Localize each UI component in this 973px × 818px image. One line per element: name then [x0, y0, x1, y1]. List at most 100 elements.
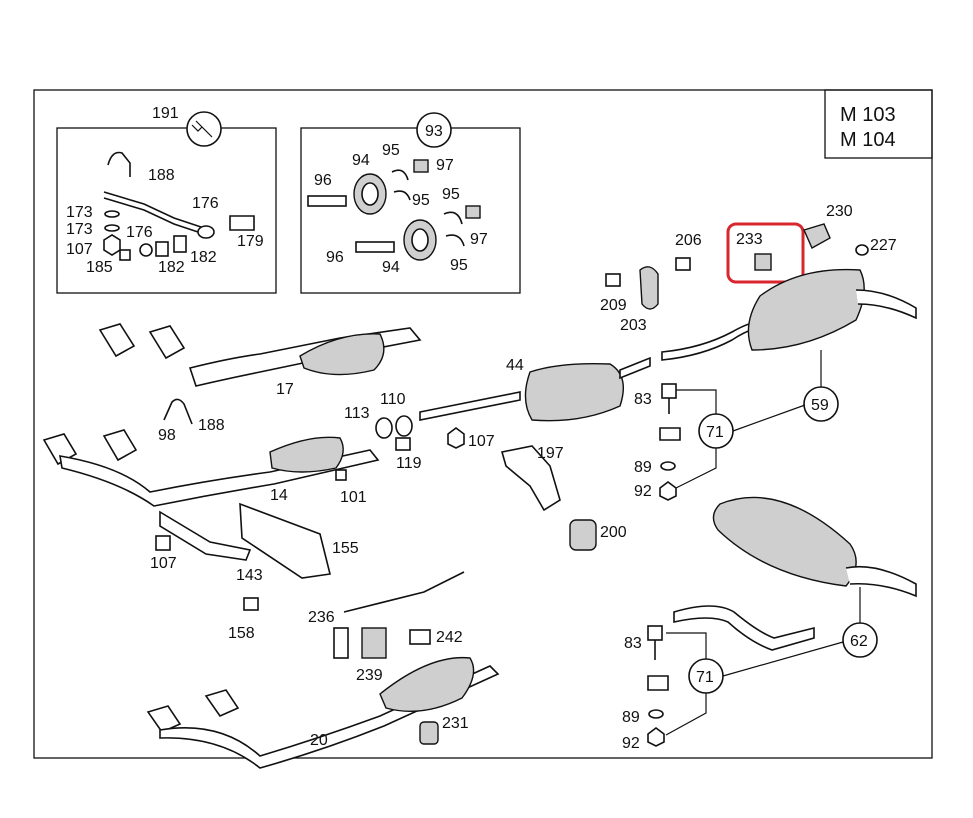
- catalytic-converter-17: 17: [98, 323, 422, 398]
- manifold-flange-17b: [148, 325, 186, 360]
- bolt-209: [605, 273, 621, 287]
- heat-shield-143: [159, 510, 252, 561]
- label-233: 233: [736, 231, 763, 248]
- muffler-44-inlet-pipe: [419, 391, 521, 421]
- label-173-top: 173: [66, 204, 93, 221]
- oxygen-sensor-group: 236 242 239: [308, 571, 465, 684]
- label-95-bottom: 95: [450, 257, 468, 274]
- rear-muffler-62: 62: [673, 496, 917, 677]
- hardware-stack-71-top: 71 83 89 92: [634, 383, 806, 501]
- muffler-44-body: [524, 362, 624, 422]
- label-17: 17: [276, 381, 294, 398]
- washer-89-bottom: [648, 709, 664, 719]
- heat-shield-group: 107 143 155 158: [150, 502, 359, 642]
- rear-muffler-62-body: [712, 496, 857, 587]
- label-44: 44: [506, 357, 524, 374]
- label-94-bottom: 94: [382, 259, 400, 276]
- rubber-200: [569, 519, 597, 551]
- gasket-230: [803, 223, 831, 249]
- label-14: 14: [270, 487, 288, 504]
- clamp-95c: [443, 211, 463, 225]
- label-94-top: 94: [352, 152, 370, 169]
- label-96-top: 96: [314, 172, 332, 189]
- label-119: 119: [396, 455, 422, 472]
- label-158: 158: [228, 625, 255, 642]
- rear-muffler-62-tailpipe: [845, 565, 917, 598]
- label-107-middle: 107: [468, 433, 495, 450]
- rubber-97-top: [413, 159, 429, 173]
- label-176-bottom: 176: [126, 224, 153, 241]
- bolt-179: [229, 215, 255, 231]
- diagram-frame: [33, 89, 933, 759]
- label-89-top: 89: [634, 459, 652, 476]
- bolt-206: [675, 257, 691, 271]
- bolt-96-bottom: [355, 241, 395, 253]
- washer-89-top: [660, 461, 676, 471]
- label-197: 197: [537, 445, 564, 462]
- rear-muffler-59: 59: [661, 268, 917, 422]
- clamp-95d: [445, 234, 465, 247]
- label-239: 239: [356, 667, 383, 684]
- label-143: 143: [236, 567, 263, 584]
- sensor-wire-236: [343, 571, 465, 613]
- label-185: 185: [86, 259, 113, 276]
- model-box: M 103 M 104: [824, 89, 933, 159]
- label-182-left: 182: [158, 259, 185, 276]
- clamp-95b: [393, 190, 411, 201]
- callout-93-circle: [416, 112, 452, 148]
- callout-59-label: 59: [811, 397, 829, 414]
- label-107-inset: 107: [66, 241, 93, 258]
- label-92-bottom: 92: [622, 735, 640, 752]
- spacer-182b: [173, 235, 187, 253]
- rear-muffler-59-inlet-pipe: [661, 321, 757, 361]
- label-203: 203: [620, 317, 647, 334]
- washer-173a: [104, 210, 120, 218]
- hook-188: [107, 151, 131, 177]
- label-155: 155: [332, 540, 359, 557]
- ring-110: [395, 415, 413, 437]
- label-101: 101: [340, 489, 367, 506]
- label-188-inset: 188: [148, 167, 175, 184]
- label-110: 110: [380, 391, 406, 408]
- label-231: 231: [442, 715, 469, 732]
- label-97-top: 97: [436, 157, 454, 174]
- label-227: 227: [870, 237, 897, 254]
- manifold-flange-14a: [42, 433, 78, 466]
- muffler-44-outlet-pipe: [619, 356, 651, 380]
- hook-188-middle: [163, 398, 193, 425]
- label-113: 113: [344, 405, 370, 422]
- rear-muffler-59-tailpipe: [855, 289, 917, 320]
- converter-20-body: [379, 656, 475, 713]
- label-20: 20: [310, 732, 328, 749]
- nut-107: [103, 234, 121, 256]
- rear-muffler-59-body: [747, 268, 865, 351]
- manifold-flange-20a: [146, 705, 182, 733]
- rear-muffler-62-inlet-pipe: [673, 605, 815, 651]
- label-236: 236: [308, 609, 335, 626]
- label-206: 206: [675, 232, 702, 249]
- clip-239: [361, 627, 387, 659]
- washer-176: [139, 243, 153, 257]
- pipe-14: [59, 449, 380, 507]
- label-89-bottom: 89: [622, 709, 640, 726]
- hardware-middle: 98 188 113 110 107 119: [158, 391, 495, 472]
- sensor-236: [333, 627, 349, 659]
- label-188-middle: 188: [198, 417, 225, 434]
- wrench-icon: [191, 120, 213, 138]
- hardware-stack-71-bottom: 71 83 89 92: [622, 625, 724, 752]
- inset-box-93: 93 94 95 97 96 95 95 97 96 94 95: [300, 112, 521, 294]
- bracket-group-197-200: 197 200: [500, 445, 627, 551]
- heat-shield-155: [239, 502, 331, 579]
- label-95-middle-right: 95: [442, 186, 460, 203]
- callout-71-top-label: 71: [706, 424, 724, 441]
- rubber-231: [419, 721, 439, 745]
- callout-191-label: 191: [152, 105, 179, 122]
- callout-71-bottom-label: 71: [696, 669, 714, 686]
- manifold-flange-17a: [98, 323, 136, 358]
- label-83-top: 83: [634, 391, 652, 408]
- nut-92-top: [659, 481, 677, 501]
- sleeve-119: [395, 437, 411, 451]
- catalytic-converter-20: 20 231: [146, 656, 500, 769]
- rubber-97-bottom: [465, 205, 481, 219]
